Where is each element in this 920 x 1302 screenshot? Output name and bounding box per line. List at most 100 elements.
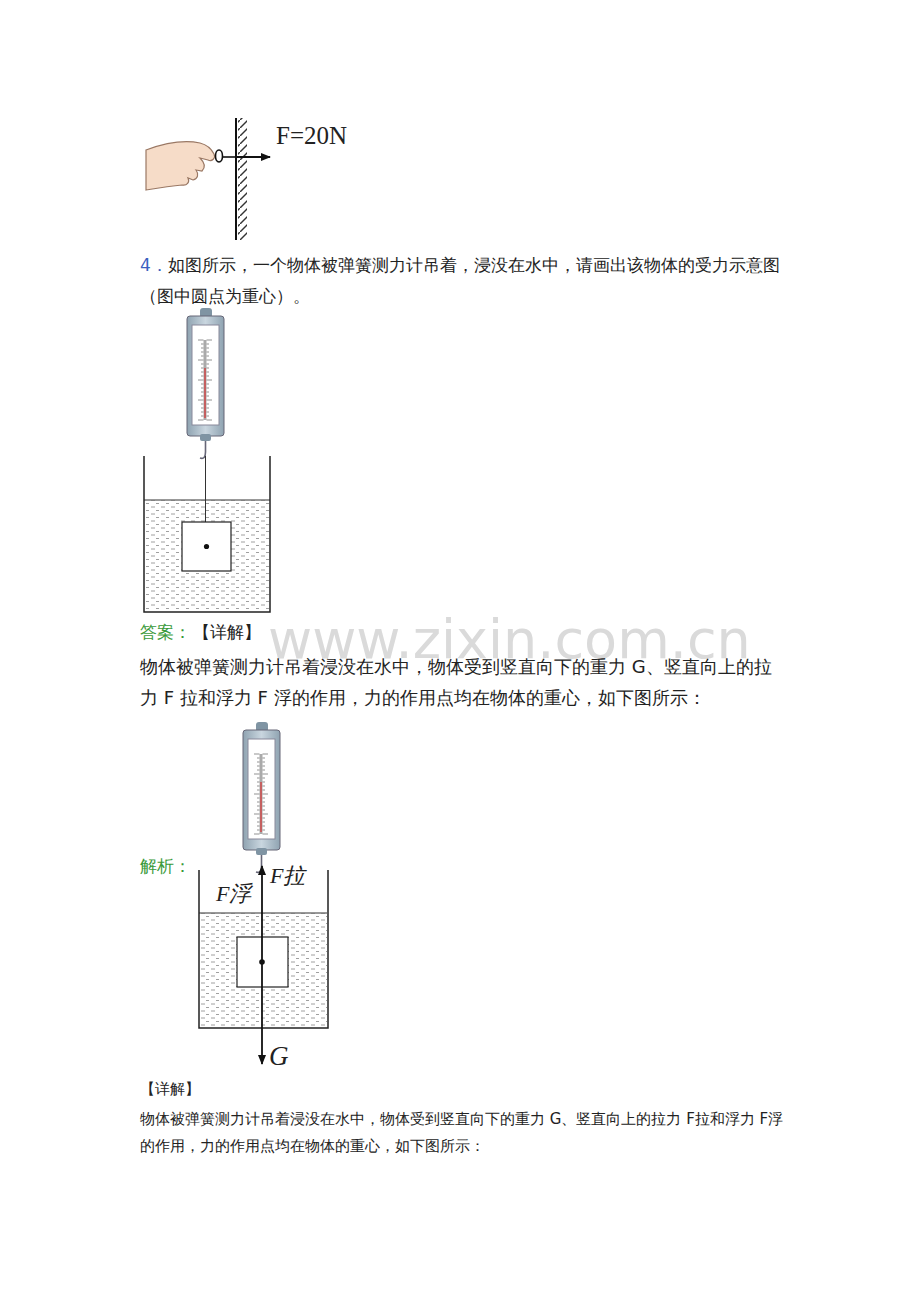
scale-tick [257,806,260,807]
scale-tick [207,360,213,361]
scale-tick [257,758,260,759]
spring-scale-figure [144,308,270,612]
scale-tick [198,380,204,381]
scale-tick [263,758,266,759]
scale-tick [257,790,260,791]
scale-tick [201,412,204,413]
scale-tick [207,416,210,417]
force-label: F浮 [216,880,251,908]
scale-tick [198,360,204,361]
scale-tick [263,818,266,819]
section-heading: 【详解】 [140,1080,200,1099]
answer-paragraph: 物体被弹簧测力计吊着浸没在水中，物体受到竖直向下的重力 G、竖直向上的拉力 F … [140,651,780,713]
scale-tick [254,834,260,835]
scale-tick [263,770,266,771]
section-heading: 【详解】 [193,622,261,643]
scale-tick [257,782,260,783]
scale-tick [254,774,260,775]
scale-tick [254,794,260,795]
scale-tick [198,420,204,421]
scale-tick [263,814,269,815]
scale-tick [201,368,204,369]
hand-figure [146,118,270,240]
scale-tick [207,344,210,345]
scale-tick [201,356,204,357]
scale-tick [263,826,266,827]
scale-tick [201,408,204,409]
scale-tick [207,388,210,389]
scale-tick [207,396,210,397]
scale-tick [201,376,204,377]
scale-tick [207,420,213,421]
scale-tick [263,822,266,823]
scale-tick [263,794,269,795]
force-label: F=20N [276,120,347,151]
scale-tick [257,798,260,799]
scale-tick [207,368,210,369]
scale-tick [263,754,269,755]
scale-tick [257,802,260,803]
scale-tick [257,786,260,787]
scale-tick [257,830,260,831]
scale-tick [263,802,266,803]
scale-tick [263,798,266,799]
scale-tick [201,364,204,365]
scale-tick [263,786,266,787]
scale-tick [207,340,213,341]
scale-tick [257,822,260,823]
analysis-label: 解析： [140,856,191,877]
scale-tick [257,762,260,763]
scale-tick [263,834,269,835]
scale-tick [207,348,210,349]
scale-tick [207,372,210,373]
scale-tick [257,778,260,779]
scale-tick [201,396,204,397]
scale-tick [207,352,210,353]
scale-tick [263,762,266,763]
scale-tick [207,392,210,393]
scale-tick [207,356,210,357]
scale-tick [257,818,260,819]
scale-tick [263,774,269,775]
scale-tick [201,392,204,393]
scale-tick [207,404,210,405]
force-diagram [199,722,328,1064]
scale-tick [254,814,260,815]
scale-tick [263,810,266,811]
scale-tick [257,826,260,827]
scale-tick [263,830,266,831]
scale-tick [201,344,204,345]
scale-tick [207,384,210,385]
scale-tick [257,810,260,811]
explanation-paragraph: 物体被弹簧测力计吊着浸没在水中，物体受到竖直向下的重力 G、竖直向上的拉力 F拉… [140,1106,790,1160]
question-number: 4． [140,255,168,275]
scale-tick [201,372,204,373]
scale-tick [201,388,204,389]
scale-tick [254,754,260,755]
scale-tick [263,790,266,791]
scale-tick [263,782,266,783]
scale-tick [201,384,204,385]
question-paragraph: 4．如图所示，一个物体被弹簧测力计吊着，浸没在水中，请画出该物体的受力示意图（图… [140,250,790,312]
scale-tick [207,380,213,381]
scale-tick [207,408,210,409]
scale-tick [198,400,204,401]
scale-tick [207,376,210,377]
scale-tick [201,352,204,353]
force-label: G [269,1040,289,1074]
force-label: F拉 [270,862,305,890]
scale-tick [263,778,266,779]
scale-tick [198,340,204,341]
answer-label: 答案： [140,622,191,643]
scale-tick [207,364,210,365]
scale-tick [201,416,204,417]
scale-tick [207,412,210,413]
question-text: 如图所示，一个物体被弹簧测力计吊着，浸没在水中，请画出该物体的受力示意图（图中圆… [140,255,780,306]
scale-tick [263,766,266,767]
scale-tick [257,770,260,771]
scale-tick [201,348,204,349]
scale-tick [201,404,204,405]
scale-tick [257,766,260,767]
scale-tick [263,806,266,807]
scale-tick [207,400,213,401]
